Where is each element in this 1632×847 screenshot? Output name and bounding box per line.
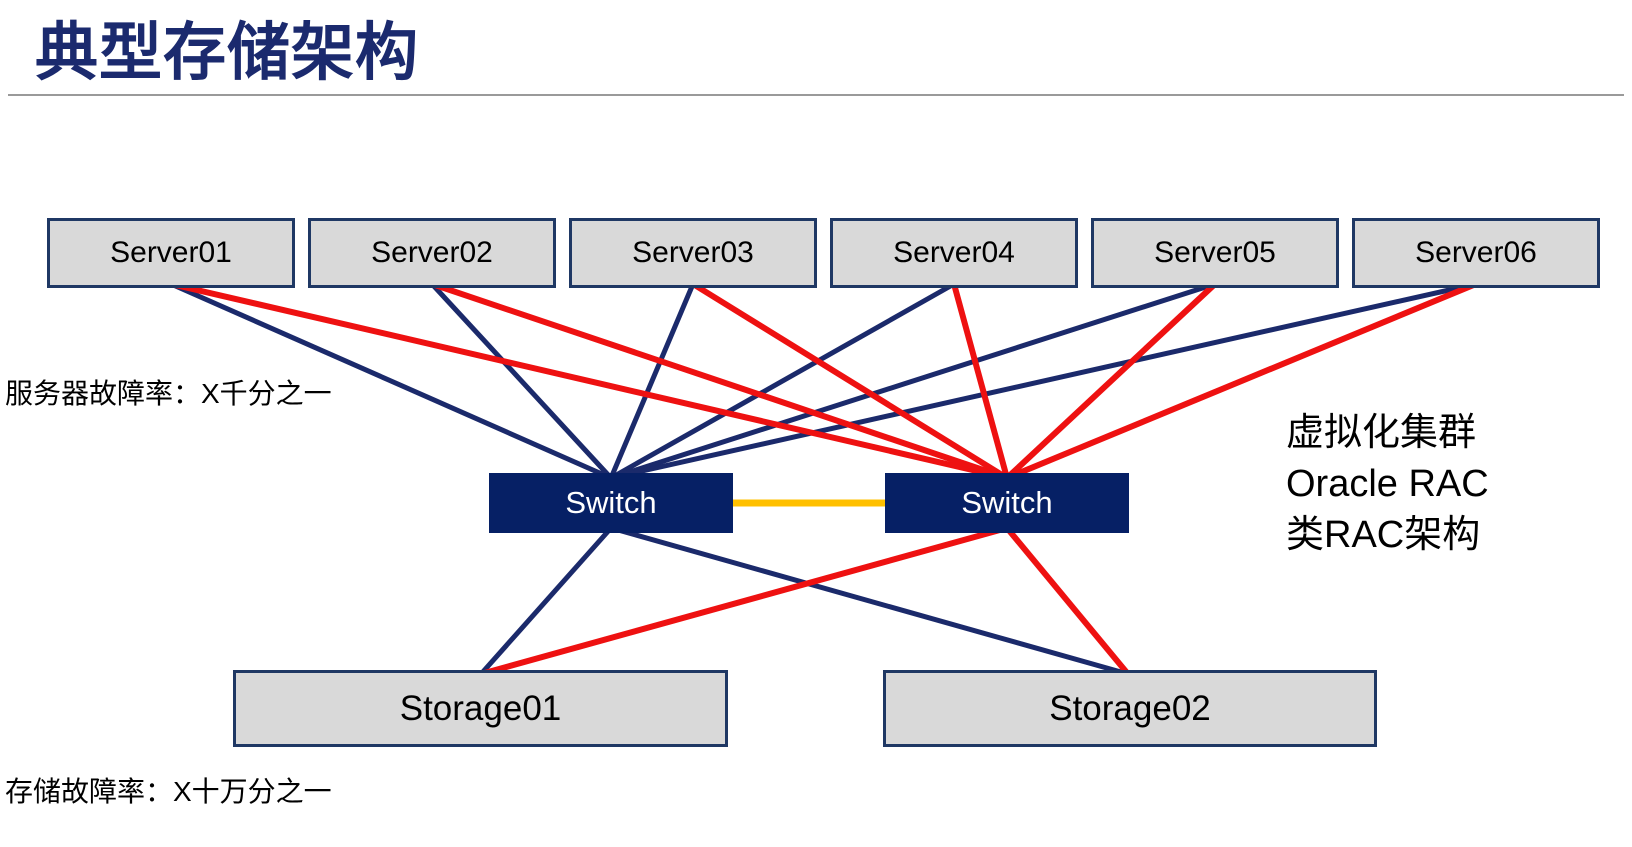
node-server01: Server01	[47, 218, 295, 288]
node-switch-left: Switch	[489, 473, 733, 533]
node-storage01: Storage01	[233, 670, 728, 747]
link-server05-switch-right	[1004, 281, 1218, 481]
link-server06-switch-right	[1005, 281, 1478, 481]
link-server02-switch-left	[430, 282, 613, 480]
link-server01-switch-left	[169, 281, 613, 481]
switch-left-label: Switch	[565, 485, 657, 520]
node-server03: Server03	[569, 218, 817, 288]
link-server05-switch-left	[610, 281, 1216, 481]
link-switch-right-storage01	[480, 525, 1008, 677]
link-server04-switch-left	[609, 281, 956, 481]
link-server03-switch-left	[608, 283, 696, 479]
cluster-note-line-2: Oracle RAC	[1286, 463, 1489, 505]
server01-label: Server01	[110, 236, 232, 269]
navy-links	[169, 281, 1477, 677]
link-server02-switch-right	[431, 281, 1008, 481]
server06-label: Server06	[1415, 236, 1537, 269]
node-server05: Server05	[1091, 218, 1339, 288]
storage01-label: Storage01	[399, 688, 562, 728]
link-server04-switch-right	[951, 283, 1010, 479]
link-server03-switch-right	[691, 281, 1009, 481]
node-server02: Server02	[308, 218, 556, 288]
link-switch-left-storage01	[479, 526, 613, 676]
server03-label: Server03	[632, 236, 754, 269]
link-server01-switch-right	[170, 281, 1008, 481]
title-divider	[8, 94, 1624, 96]
switch-right-label: Switch	[961, 485, 1053, 520]
server04-label: Server04	[893, 236, 1015, 269]
node-storage02: Storage02	[883, 670, 1377, 747]
server02-label: Server02	[371, 236, 493, 269]
storage-failure-rate-label: 存储故障率：X十万分之一	[5, 776, 332, 807]
storage02-label: Storage02	[1049, 688, 1211, 728]
page-title: 典型存储架构	[35, 18, 419, 88]
node-server06: Server06	[1352, 218, 1600, 288]
node-switch-right: Switch	[885, 473, 1129, 533]
server05-label: Server05	[1154, 236, 1276, 269]
cluster-note: 虚拟化集群 Oracle RAC 类RAC架构	[1286, 408, 1489, 561]
server-failure-rate-label: 服务器故障率：X千分之一	[5, 378, 332, 409]
link-switch-left-storage02	[610, 525, 1129, 677]
cluster-note-line-3: 类RAC架构	[1286, 514, 1481, 556]
red-links	[170, 281, 1478, 677]
cluster-note-line-1: 虚拟化集群	[1286, 412, 1477, 454]
node-server04: Server04	[830, 218, 1078, 288]
link-server06-switch-left	[610, 281, 1477, 481]
link-switch-right-storage02	[1004, 526, 1131, 676]
